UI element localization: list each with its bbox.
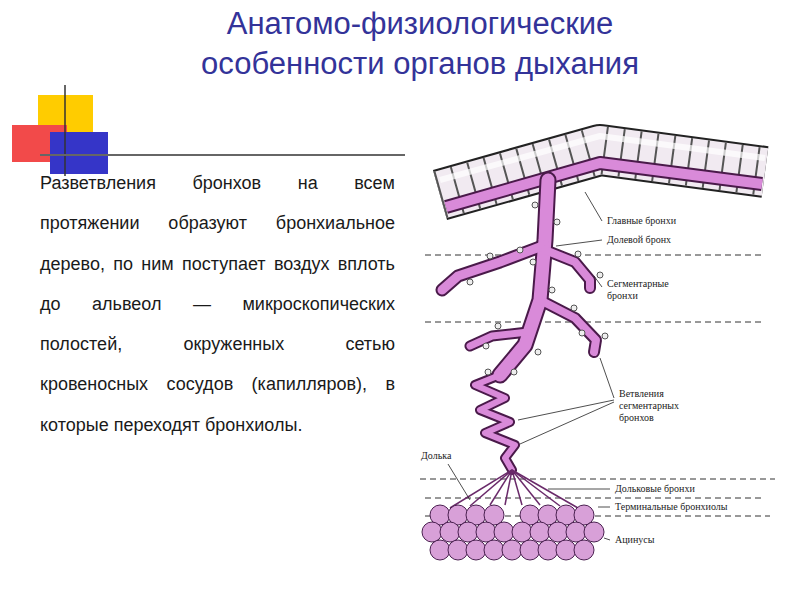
- alveolus: [530, 522, 550, 542]
- cartilage-plate: [579, 330, 585, 336]
- alveolus: [574, 540, 594, 560]
- alveolus: [466, 540, 486, 560]
- level-lines: [420, 255, 775, 516]
- alveolus: [520, 540, 540, 560]
- cartilage-plate: [487, 253, 493, 259]
- cartilage-plate: [485, 369, 491, 375]
- cartilage-plate: [597, 272, 603, 278]
- part-label: Долька: [420, 450, 452, 462]
- slide-title: Анатомо-физиологические особенности орга…: [150, 4, 690, 84]
- branch: [475, 375, 515, 470]
- alveolus: [584, 522, 604, 542]
- bronchiole: [450, 470, 512, 508]
- alveolus: [458, 522, 478, 542]
- main-bronchi: [440, 136, 765, 207]
- cartilage-plate: [495, 323, 501, 329]
- cartilage-plate: [530, 259, 536, 265]
- branch-outline: [540, 300, 596, 352]
- branch-outline: [442, 245, 545, 290]
- deco-line: [40, 154, 405, 156]
- branch: [500, 180, 548, 375]
- level-line: [425, 498, 765, 499]
- alveolus: [502, 540, 522, 560]
- cartilage-plate: [511, 369, 517, 375]
- leader-line: [604, 538, 610, 540]
- cartilage-plate: [554, 219, 560, 225]
- alveolus: [430, 540, 450, 560]
- leader-line: [585, 192, 602, 221]
- alveolus: [494, 522, 514, 542]
- alveolus: [484, 540, 504, 560]
- part-label: Ацинусы: [614, 534, 655, 546]
- alveolus: [556, 540, 576, 560]
- part-label: Долевой бронх: [606, 234, 672, 246]
- part-label: Главные бронхи: [606, 215, 677, 227]
- cartilage-plate: [467, 279, 473, 285]
- alveolus: [548, 522, 568, 542]
- tree-fill: [442, 180, 596, 470]
- leader-lines: [448, 192, 614, 540]
- branch: [470, 332, 528, 346]
- alveolus: [512, 522, 532, 542]
- leader-line: [520, 402, 614, 444]
- bronchiole: [470, 470, 512, 506]
- deco-square: [50, 132, 108, 174]
- bronchiole: [505, 470, 512, 505]
- leader-line: [548, 489, 610, 490]
- level-line: [420, 479, 775, 480]
- cartilage-plate: [517, 247, 523, 253]
- part-label: Сегментарные бронхи: [606, 278, 678, 302]
- alveolus: [566, 522, 586, 542]
- tree-outline: [442, 180, 596, 470]
- leader-line: [556, 240, 602, 246]
- branch: [442, 245, 545, 290]
- branch: [545, 250, 590, 288]
- cartilage-plate: [571, 305, 577, 311]
- cartilage-plate: [549, 287, 555, 293]
- branch-outline: [475, 375, 515, 470]
- cartilage-plate: [575, 251, 581, 257]
- level-line: [425, 255, 765, 256]
- level-line: [425, 322, 765, 323]
- part-label: Дольковые бронхи: [614, 483, 696, 495]
- alveolus: [422, 522, 442, 542]
- leader-line: [518, 400, 614, 420]
- lumen-outline: [446, 163, 762, 207]
- cartilage-plates: [467, 202, 608, 375]
- alveolus: [538, 540, 558, 560]
- cartilage-plate: [532, 202, 538, 208]
- leader-line: [600, 358, 614, 398]
- branch: [540, 300, 596, 352]
- cartilage-plate: [483, 343, 489, 349]
- bronchiole: [512, 470, 560, 506]
- cartilage-plate: [602, 333, 608, 339]
- deco-line: [64, 85, 66, 176]
- body-text: Разветвления бронхов на всем протяжении …: [40, 163, 395, 445]
- leader-line: [594, 276, 602, 287]
- branch-outline: [545, 250, 590, 288]
- acini: [422, 505, 604, 560]
- part-label: Ветвления сегментарных бронхов: [618, 388, 698, 424]
- leader-line: [598, 507, 610, 508]
- alveolus: [476, 522, 496, 542]
- alveolus: [440, 522, 460, 542]
- branch-outline: [500, 180, 548, 375]
- leader-line: [448, 464, 470, 500]
- bronchiole: [490, 470, 512, 505]
- alveolus: [448, 540, 468, 560]
- cartilage-plate: [535, 349, 541, 355]
- part-label: Терминальные бронхиолы: [614, 501, 729, 513]
- lumen: [446, 163, 762, 207]
